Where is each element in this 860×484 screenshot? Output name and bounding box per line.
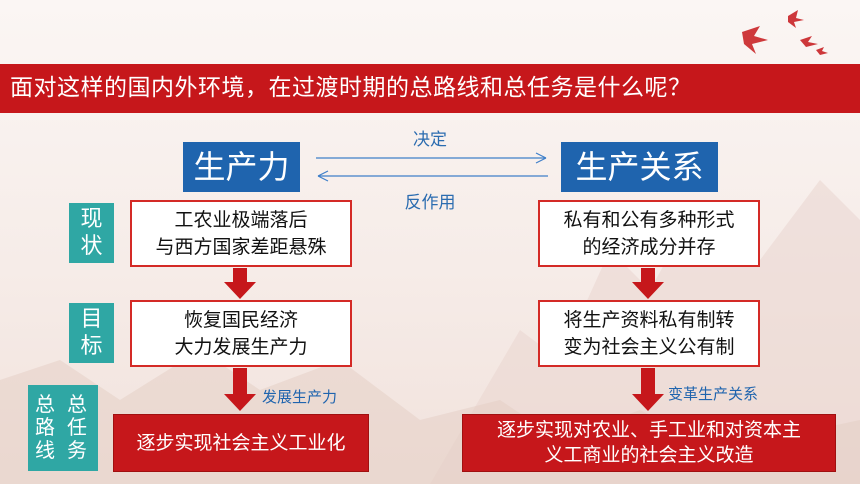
right-down-arrow-1 [632,268,664,299]
left-down-arrow-2 [224,368,256,411]
socialist-transformation-box: 逐步实现对农业、手工业和对资本主义工商业的社会主义改造 [462,414,836,472]
counteraction-label: 反作用 [404,193,456,213]
develop-productivity-caption: 发展生产力 [262,388,338,406]
determines-label: 决定 [413,130,447,150]
productivity-heading: 生产力 [183,142,300,192]
right-status-box: 私有和公有多种形式的经济成分并存 [538,200,760,267]
status-label: 现状 [69,203,114,263]
left-goal-box: 恢复国民经济大力发展生产力 [130,300,352,367]
general-line-task-label: 总 路 线 总 任 务 [28,385,98,471]
right-goal-box: 将生产资料私有制转变为社会主义公有制 [538,300,760,367]
page-title: 面对这样的国内外环境，在过渡时期的总路线和总任务是什么呢？ [0,64,860,113]
right-down-arrow-2 [632,368,664,411]
industrialization-box: 逐步实现社会主义工业化 [113,414,369,472]
left-status-box: 工农业极端落后与西方国家差距悬殊 [130,200,352,267]
left-down-arrow-1 [224,268,256,299]
production-relations-heading: 生产关系 [561,142,718,192]
goal-label: 目标 [69,303,114,363]
flying-birds-decoration [742,10,828,55]
transform-relations-caption: 变革生产关系 [668,385,759,403]
relation-arrows [316,152,548,182]
